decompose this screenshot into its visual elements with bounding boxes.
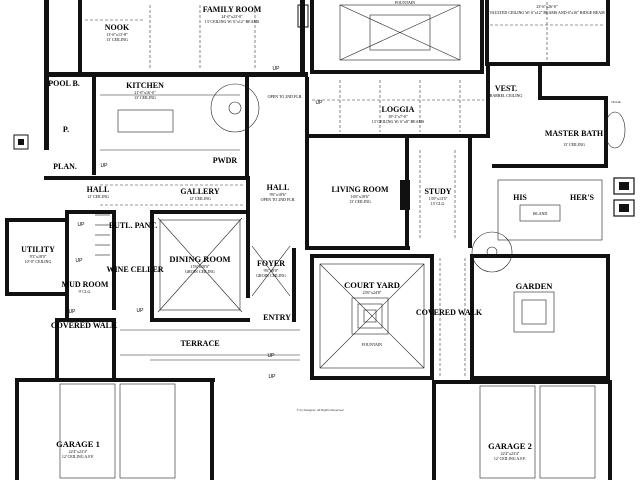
living-label: LIVING ROOM — [331, 185, 389, 194]
utility-label: UTILITY — [21, 245, 55, 254]
kitchen-dims: 21'-0"x16'-0" — [134, 90, 156, 95]
garden-label: GARDEN — [516, 281, 554, 291]
copyright-text: © by Designer. All Rights Reserved — [297, 408, 344, 412]
garage1-label: GARAGE 1 — [56, 439, 100, 449]
pool-label: POOL B. — [48, 79, 80, 88]
family-label: FAMILY ROOM — [203, 5, 262, 14]
loggia-note: 13' CEILING W/ 6"x8" BEAMS — [372, 119, 425, 124]
vaulted-dims: 23'-6"x26'-0" — [536, 4, 558, 9]
hers-label: HER'S — [570, 193, 595, 202]
up-marker: UP — [69, 309, 77, 315]
vaulted-note: VAULTED CEILING W/ 6"x12" BEAMS AND 6"x1… — [489, 10, 605, 15]
hall2-dims: 9'6"x18'6" — [270, 192, 287, 197]
family-note: 13' CEILING W/ 6"x12" BEAMS — [205, 19, 260, 24]
covered-walk-left-label: COVERED WALK — [51, 321, 118, 330]
up-marker: UP — [78, 222, 86, 228]
foyer-note: GROIN CEILING — [256, 273, 286, 278]
foyer-dims: 9'6"x8'0" — [264, 268, 279, 273]
nook-note: 13' CEILING — [106, 37, 128, 42]
family-dims: 24'-0"x23'-0" — [221, 14, 243, 19]
loggia-dims: 39'-2"x7'-0" — [388, 114, 408, 119]
mud-note: 9' CLG. — [79, 289, 92, 294]
garage1-dims: 22'4"x23'4" — [69, 449, 88, 454]
mud-label: MUD ROOM — [62, 280, 109, 289]
fireplace-icons — [13, 4, 635, 217]
his-label: HIS — [513, 193, 527, 202]
niche-marker: NICHE — [611, 100, 620, 104]
study-note: 13' CLG. — [431, 201, 446, 206]
hall2-label: HALL — [267, 183, 290, 192]
dining-dims: 15'6"x18'0" — [191, 264, 210, 269]
up-marker: UP — [101, 163, 109, 169]
p-label: P. — [63, 125, 69, 134]
terrace-label: TERRACE — [180, 339, 219, 348]
hall1-note: 12' CEILING — [87, 194, 109, 199]
garage1-note: 12' CEILING A.F.F. — [62, 454, 94, 459]
pwdr-label: PWDR — [213, 156, 238, 165]
master-label: MASTER BATH — [545, 129, 604, 138]
living-dims: 16'6"x18'6" — [351, 194, 370, 199]
study-label: STUDY — [424, 187, 451, 196]
fountain-top-label: FOUNTAIN — [395, 0, 415, 5]
up-marker: UP — [268, 353, 276, 359]
walls — [5, 0, 612, 480]
nook-label: NOOK — [105, 23, 130, 32]
garage2-note: 12' CEILING A.F.F. — [494, 456, 526, 461]
study-dims: 13'0"x13'5" — [429, 196, 448, 201]
room-labels: NOOK 13'-6"x13'-8" 13' CEILING FAMILY RO… — [21, 0, 605, 461]
courtyard-label: COURT YARD — [344, 280, 400, 290]
fountain-court-label: FOUNTAIN — [362, 342, 382, 347]
foyer-label: FOYER — [257, 259, 285, 268]
nook-dims: 13'-6"x13'-8" — [106, 32, 128, 37]
entry-label: ENTRY — [263, 313, 291, 322]
utility-note: 10'-0" CEILING — [25, 259, 52, 264]
courtyard-dims: 23'6"x24'8" — [363, 290, 382, 295]
utility-dims: 9'3"x18'0" — [30, 254, 47, 259]
master-note: 13' CEILING — [563, 142, 585, 147]
living-note: 13' CEILING — [349, 199, 371, 204]
up-marker: UP — [76, 258, 84, 264]
garage2-dims: 22'4"x23'4" — [501, 451, 520, 456]
vest-note: BARREL CEILING — [490, 93, 523, 98]
dining-label: DINING ROOM — [169, 254, 230, 264]
gallery-note: 12' CEILING — [189, 196, 211, 201]
up-marker: UP — [137, 308, 145, 314]
dining-note: GROIN CEILING — [185, 269, 215, 274]
garage2-label: GARAGE 2 — [488, 441, 532, 451]
kitchen-label: KITCHEN — [126, 81, 164, 90]
butl-label: BUTL. PANT. — [109, 221, 157, 230]
vest-label: VEST. — [495, 84, 517, 93]
up-marker: UP — [316, 100, 324, 106]
hall1-label: HALL — [87, 185, 110, 194]
kitchen-note: 13' CEILING — [134, 95, 156, 100]
loggia-label: LOGGIA — [382, 105, 415, 114]
up-markers: UP UP UP UP UP UP UP UP UP NICHE — [69, 66, 621, 380]
island-label: ISLAND — [533, 211, 548, 216]
covered-walk-right-label: COVERED WALK — [416, 308, 483, 317]
detail-lines — [59, 2, 626, 479]
up-marker: UP — [273, 66, 281, 72]
gallery-label: GALLERY — [180, 187, 220, 196]
open-top-note: OPEN TO 2ND FLR. — [268, 94, 303, 99]
up-marker: UP — [269, 374, 277, 380]
wine-label: WINE CELLER — [106, 265, 163, 274]
plan-label: PLAN. — [53, 162, 77, 171]
hall2-note: OPEN TO 2ND FLR. — [261, 197, 296, 202]
